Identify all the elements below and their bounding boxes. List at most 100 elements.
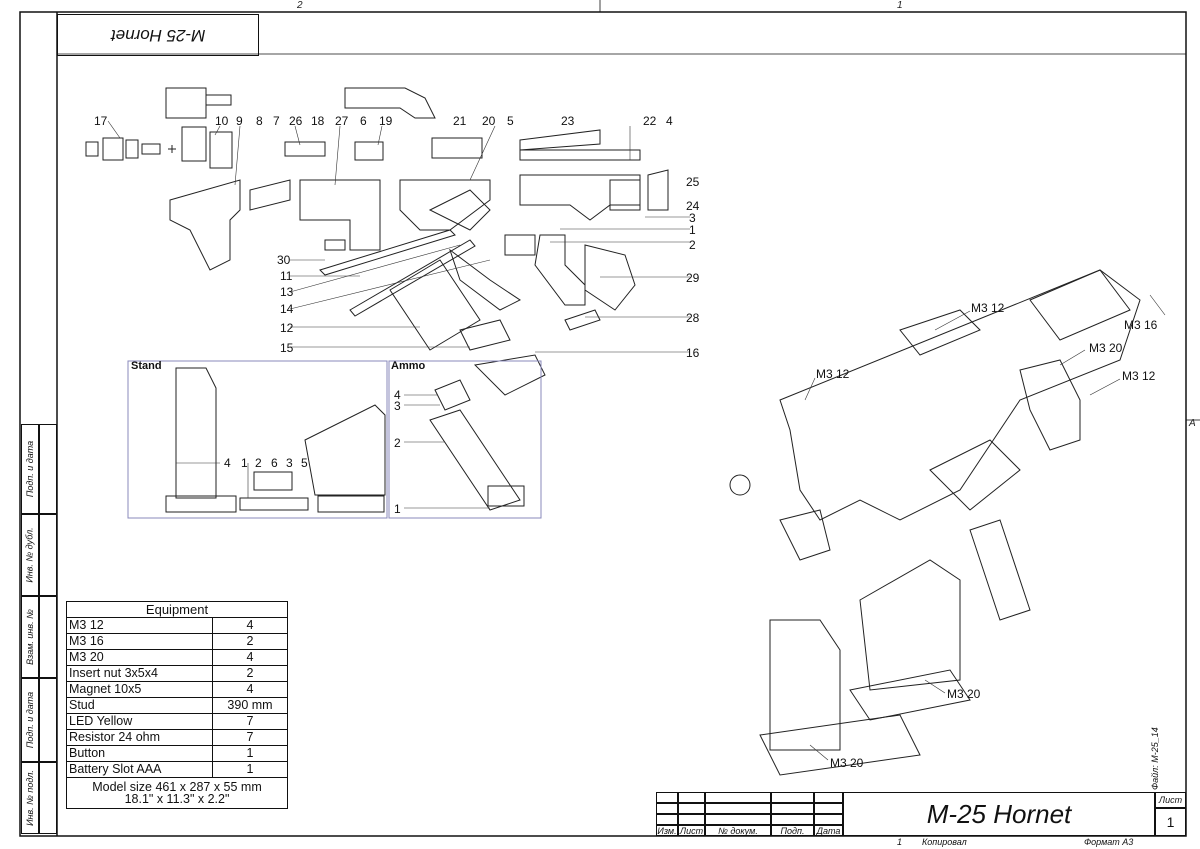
zone-number-top-right: 1 (897, 0, 903, 11)
part-label: 24 (686, 199, 700, 213)
ammo-label: 1 (394, 502, 401, 516)
equipment-qty: 1 (212, 761, 288, 778)
part-label: 12 (280, 321, 294, 335)
part-label: 9 (236, 114, 243, 128)
side-cell-4: Подп. и дата (21, 678, 39, 762)
tb-col-date: Дата (814, 825, 843, 836)
title-block: Изм. Лист № докум. Подп. Дата Лист 1 (656, 792, 1186, 836)
part-label: 25 (686, 175, 700, 189)
side-label-1: Подп. и дата (25, 440, 35, 498)
ammo-parts (429, 379, 525, 511)
equipment-item: M3 16 (66, 633, 213, 650)
part-label: 4 (666, 114, 673, 128)
tb-grid-cell (678, 814, 705, 825)
stand-label: 5 (301, 456, 308, 470)
part-label: 3 (689, 211, 696, 225)
stand-label: 2 (255, 456, 262, 470)
part-label: 15 (280, 341, 294, 355)
side-label-2: Инв. № дубл. (25, 527, 36, 583)
equipment-qty: 7 (212, 713, 288, 730)
tb-grid-cell (678, 803, 705, 814)
drawing-title: M-25 Hornet (926, 798, 1072, 829)
ammo-box (388, 360, 542, 519)
part-label: 2 (689, 238, 696, 252)
side-strip: Подп. и дата Инв. № дубл. Взам. инв. № П… (21, 424, 57, 834)
equipment-qty: 4 (212, 649, 288, 666)
tb-col-sign: Подп. (771, 825, 814, 836)
side-label-4: Подп. и дата (25, 691, 35, 749)
part-label: 14 (280, 302, 294, 316)
side-blank-3 (39, 596, 57, 678)
equipment-item: Battery Slot AAA (66, 761, 213, 778)
part-label: 1 (689, 223, 696, 237)
tb-col-list: Лист (678, 825, 705, 836)
side-cell-1: Подп. и дата (21, 424, 39, 514)
model-size-imperial: 18.1" x 11.3" x 2.2" (124, 792, 230, 806)
assembly-callout: M3 20 (1089, 341, 1123, 355)
part-label: 30 (277, 253, 291, 267)
exploded-parts (85, 87, 669, 396)
part-label: 19 (379, 114, 393, 128)
ammo-label: 2 (394, 436, 401, 450)
assembly-callout: M3 20 (947, 687, 981, 701)
part-label: 13 (280, 285, 294, 299)
part-label: 10 (215, 114, 229, 128)
equipment-item: Button (66, 745, 213, 762)
part-label: 29 (686, 271, 700, 285)
equipment-header: Equipment (66, 601, 288, 618)
tb-grid-cell (705, 792, 771, 803)
equipment-item: Magnet 10x5 (66, 681, 213, 698)
tb-grid-cell (678, 792, 705, 803)
stand-label: 4 (224, 456, 231, 470)
tb-col-izm: Изм. (656, 825, 678, 836)
tb-grid-cell (771, 792, 814, 803)
leader-lines (107, 120, 690, 353)
assembly-callout: M3 12 (1122, 369, 1156, 383)
part-label: 21 (453, 114, 467, 128)
equipment-item: Stud (66, 697, 213, 714)
equipment-item: M3 20 (66, 649, 213, 666)
ammo-label: 4 (394, 388, 401, 402)
side-cell-2: Инв. № дубл. (21, 514, 39, 596)
tb-grid-cell (814, 792, 843, 803)
stand-parts (165, 367, 386, 513)
tb-grid-cell (656, 792, 678, 803)
side-cell-5: Инв. № подл. (21, 762, 39, 834)
tb-title-cell (843, 792, 1155, 836)
part-label: 20 (482, 114, 496, 128)
tb-grid-cell (705, 814, 771, 825)
equipment-item: M3 12 (66, 617, 213, 634)
part-label: 28 (686, 311, 700, 325)
side-blank-1 (39, 424, 57, 514)
assembly-callout: M3 20 (830, 756, 864, 770)
part-label: 16 (686, 346, 700, 360)
tb-sheet-label: Лист (1155, 792, 1186, 808)
part-label: 27 (335, 114, 349, 128)
part-label: 5 (507, 114, 514, 128)
ammo-section-title: Ammo (391, 360, 426, 372)
equipment-item: Insert nut 3x5x4 (66, 665, 213, 682)
part-label: 8 (256, 114, 263, 128)
title-stamp-inverted: M-25 Hornet (57, 14, 259, 56)
part-label: 7 (273, 114, 280, 128)
equipment-item: LED Yellow (66, 713, 213, 730)
assembly-callout: M3 12 (816, 367, 850, 381)
tb-grid-cell (771, 803, 814, 814)
side-label-5: Инв. № подл. (25, 770, 36, 826)
assembly-callout: M3 12 (971, 301, 1005, 315)
tb-grid-cell (656, 803, 678, 814)
stand-label: 1 (241, 456, 248, 470)
equipment-qty: 2 (212, 665, 288, 682)
side-cell-3: Взам. инв. № (21, 596, 39, 678)
assembly-leaders (804, 294, 1166, 761)
